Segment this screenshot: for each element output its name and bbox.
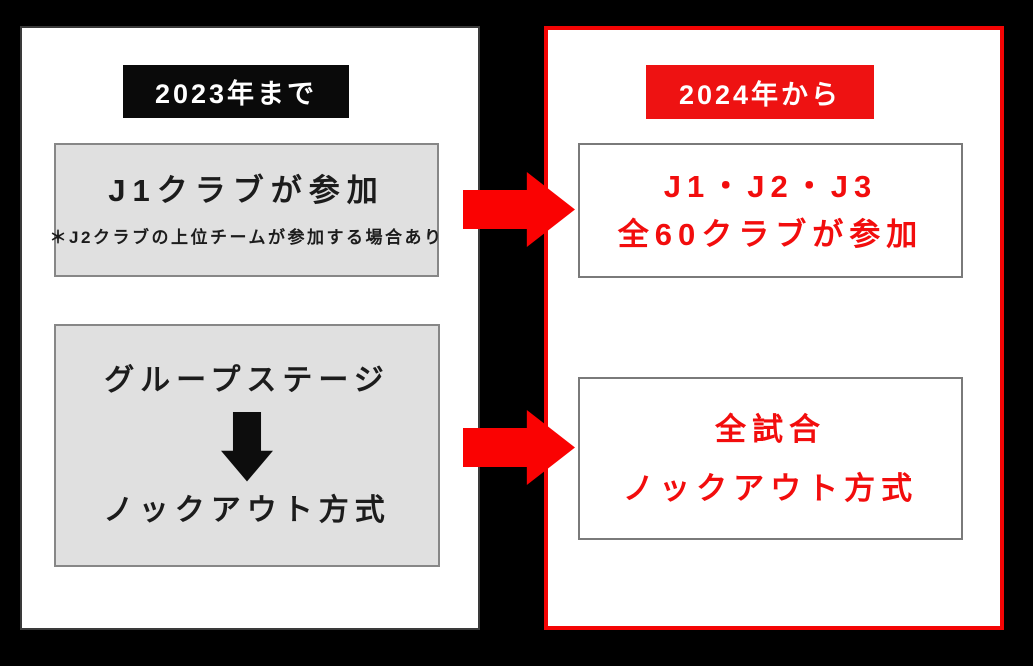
header-from-2024: 2024年から bbox=[646, 65, 874, 119]
header-until-2023: 2023年まで bbox=[123, 65, 349, 118]
box-format-new: 全試合 ノックアウト方式 bbox=[578, 377, 963, 540]
format-old-stage2: ノックアウト方式 bbox=[103, 493, 391, 527]
box-participants-old: J1クラブが参加 ＊J2クラブの上位チームが参加する場合あり bbox=[50, 143, 441, 277]
format-old-stage1: グループステージ bbox=[104, 363, 390, 397]
format-new-line1: 全試合 bbox=[715, 411, 826, 447]
header-from-2024-label: 2024年から bbox=[678, 79, 842, 110]
participants-old-note: ＊J2クラブの上位チームが参加する場合あり bbox=[49, 227, 444, 247]
participants-old-title: J1クラブが参加 bbox=[108, 172, 385, 208]
participants-new-line1: J1・J2・J3 bbox=[663, 169, 878, 204]
box-format-old: グループステージ ノックアウト方式 bbox=[54, 324, 440, 567]
participants-new-line2: 全60クラブが参加 bbox=[617, 217, 924, 252]
format-new-line2: ノックアウト方式 bbox=[622, 470, 919, 506]
box-participants-new: J1・J2・J3 全60クラブが参加 bbox=[578, 143, 963, 278]
header-until-2023-label: 2023年まで bbox=[154, 79, 318, 109]
down-arrow-icon bbox=[221, 411, 273, 482]
